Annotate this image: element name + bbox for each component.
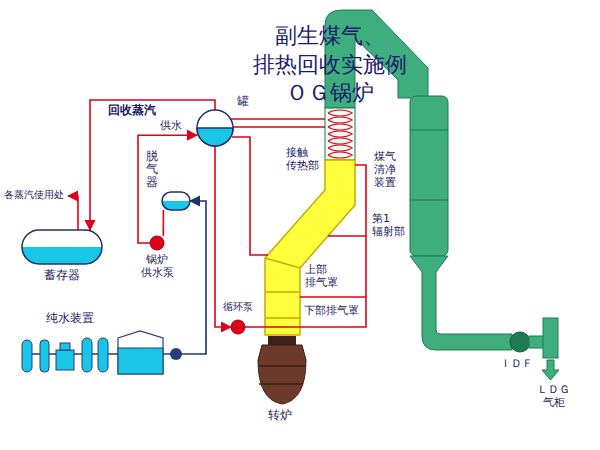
- gas-outlet: [543, 318, 558, 358]
- accumulator: 蓄存器: [22, 230, 102, 264]
- pipe: [300, 296, 366, 298]
- part-label: ＩＤＦ: [500, 357, 533, 370]
- coil-winding: [328, 131, 352, 137]
- node-label: 脱气器: [146, 150, 158, 190]
- induced-draft-fan: [510, 332, 530, 352]
- part-label: 各蒸汽使用处: [4, 189, 64, 201]
- deaerator: 脱气器: [162, 192, 190, 210]
- circulation-pump: 循环泵: [231, 320, 245, 334]
- node-label: 蓄存器: [22, 268, 102, 282]
- converter-mouth: [268, 336, 296, 345]
- pipe: [231, 118, 325, 120]
- node-label: 锅炉 供水泵: [130, 253, 184, 279]
- deaerator-symbol: [162, 192, 190, 210]
- part-label: 下部排气罩: [304, 304, 359, 317]
- coil-windings: [328, 110, 352, 158]
- part-label: 煤气 清净 装置: [374, 150, 396, 190]
- pipe: [232, 137, 268, 255]
- water-pipes: [68, 119, 366, 327]
- pipe-connector: [138, 135, 197, 243]
- title: 副生煤气、排热回收实施例 ＯＧ锅炉: [253, 22, 407, 108]
- pipe: [328, 235, 366, 237]
- pipe: [233, 126, 325, 128]
- unit-band: [410, 200, 448, 201]
- pure-water-unit-symbol: [18, 330, 200, 378]
- pipe-connector: [190, 201, 206, 354]
- circulation-pump-symbol: [231, 320, 245, 334]
- node-label: 罐: [237, 94, 249, 108]
- pipe-label: 回收蒸汽: [108, 103, 156, 117]
- steam-drum: 罐: [197, 110, 233, 146]
- coil-winding: [328, 124, 352, 130]
- coil-winding: [328, 138, 352, 144]
- converter-band: [259, 366, 305, 384]
- hood-band: [265, 258, 300, 268]
- coil-winding: [328, 117, 352, 123]
- flow-arrow: [542, 360, 559, 380]
- feed-pump-symbol: [150, 236, 164, 250]
- unit-band: [410, 130, 448, 131]
- steam-drum-symbol: [197, 110, 233, 146]
- part-label: ＬＤＧ 气柜: [537, 383, 570, 409]
- part-label: 接触 传热部: [286, 146, 319, 172]
- coil-winding: [328, 152, 352, 158]
- pipe-label: 供水: [160, 119, 182, 132]
- accumulator-symbol: [22, 230, 102, 264]
- title-box: 副生煤气、排热回收实施例 ＯＧ锅炉: [60, 22, 600, 108]
- part-label: 转炉: [268, 408, 292, 422]
- coil-section: [325, 108, 355, 160]
- gas-cleaning-unit: [410, 96, 448, 256]
- part-label: 第1 辐射部: [372, 212, 405, 238]
- hood-band: [265, 291, 300, 293]
- steam-user-pipe: [68, 196, 78, 230]
- pipe: [245, 165, 366, 327]
- pipe-connector: [90, 100, 215, 230]
- gas-pipe: [410, 256, 512, 350]
- coil-winding: [328, 145, 352, 151]
- node-label: 循环泵: [223, 301, 253, 313]
- pipe-connector: [163, 210, 165, 236]
- pure-water-unit: 纯水装置: [18, 330, 200, 378]
- feed-pump: 锅炉 供水泵: [150, 236, 164, 250]
- converter: [258, 345, 306, 404]
- pipe-connector: [215, 146, 231, 327]
- coil-winding: [328, 110, 352, 116]
- node-label: 纯水装置: [46, 311, 94, 325]
- part-label: 上部 排气罩: [305, 263, 338, 289]
- hood-band: [265, 317, 300, 319]
